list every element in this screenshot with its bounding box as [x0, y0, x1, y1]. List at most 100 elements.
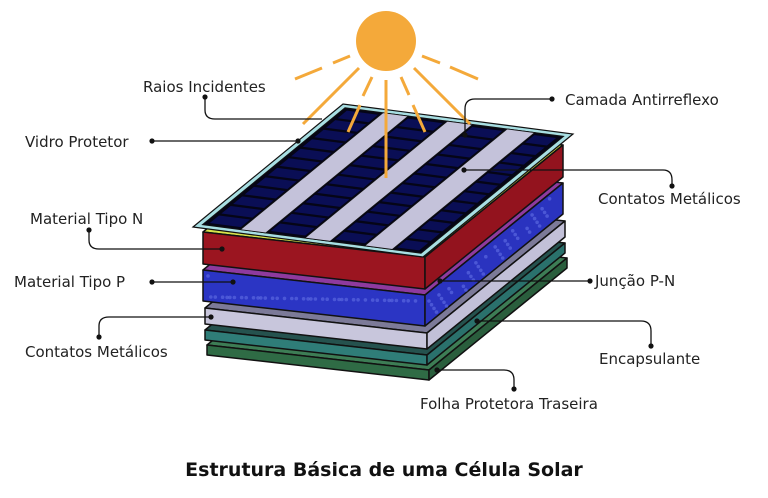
- leader-dot: [208, 314, 214, 320]
- solar-cell: [346, 222, 386, 234]
- doping-dot: [469, 274, 473, 279]
- incident-ray: [411, 104, 427, 133]
- solar-cell: [279, 158, 320, 170]
- doping-dot: [413, 299, 418, 303]
- doping-dot: [251, 296, 256, 300]
- doping-dot: [481, 272, 486, 276]
- leader-lines: [86, 94, 675, 392]
- doping-dot: [394, 298, 399, 303]
- doping-dot: [356, 298, 360, 302]
- leader-dot: [587, 278, 593, 284]
- sun-ray: [449, 65, 479, 81]
- doping-dot: [320, 297, 325, 301]
- doping-dot: [503, 238, 508, 243]
- doping-dot: [375, 298, 380, 303]
- solar-cell: [525, 135, 557, 146]
- doping-dot: [498, 252, 503, 257]
- doping-dot: [209, 295, 213, 299]
- sun-icon: [294, 11, 479, 81]
- leader-dot: [437, 278, 443, 284]
- solar-cell: [490, 163, 522, 175]
- solar-cell: [209, 215, 251, 228]
- doping-dot: [540, 206, 544, 211]
- leader-folha: [437, 369, 515, 389]
- metal-contact-stripe: [239, 112, 410, 234]
- doping-dot: [513, 232, 517, 237]
- leader-dot: [295, 138, 301, 144]
- doping-dot: [390, 298, 394, 303]
- label-material-tipo-p: Material Tipo P: [14, 273, 125, 291]
- solar-cell: [408, 230, 440, 241]
- doping-dot: [244, 295, 248, 300]
- solar-cell: [428, 155, 468, 168]
- doping-dot: [525, 226, 529, 231]
- doping-dot: [437, 293, 441, 297]
- layer-side-face: [424, 182, 564, 327]
- layer-side-face: [426, 220, 566, 350]
- leader-dot: [149, 138, 155, 144]
- solar-cell: [397, 239, 429, 251]
- doping-dot: [434, 310, 439, 314]
- solar-cell: [291, 148, 332, 161]
- doping-dot: [344, 297, 349, 302]
- doping-dot: [401, 298, 406, 303]
- solar-cell: [314, 129, 355, 142]
- doping-dot: [387, 298, 391, 303]
- leader-dot: [461, 167, 467, 173]
- solar-cell: [387, 128, 431, 141]
- leader-dot: [96, 334, 102, 340]
- doping-dot: [461, 284, 466, 289]
- metal-contact-stripe: [303, 120, 474, 242]
- doping-dot: [220, 295, 225, 300]
- doping-dot: [259, 296, 263, 300]
- doping-dot: [382, 298, 387, 303]
- solar-cell: [326, 120, 367, 132]
- solar-cell: [267, 167, 309, 180]
- label-material-tipo-n: Material Tipo N: [30, 210, 143, 228]
- doping-dot: [442, 300, 446, 305]
- leader-contatos-sup: [464, 169, 673, 186]
- layer-side-face: [424, 144, 564, 290]
- doping-dot: [530, 213, 534, 217]
- doping-dot: [370, 298, 375, 302]
- doping-dot: [476, 264, 481, 269]
- leader-tipo-n: [88, 230, 222, 250]
- incident-ray: [399, 76, 411, 96]
- doping-dot: [515, 236, 520, 241]
- doping-dot: [294, 296, 299, 301]
- doping-dot: [263, 296, 268, 300]
- solar-cell: [416, 165, 456, 177]
- layer-side-face: [426, 242, 566, 366]
- doping-dot: [363, 298, 368, 302]
- sun-ray: [421, 54, 441, 65]
- doping-dot: [449, 290, 454, 295]
- label-vidro-protetor: Vidro Protetor: [25, 133, 129, 151]
- diagram-title: Estrutura Básica de uma Célula Solar: [185, 459, 583, 481]
- leader-dot: [648, 343, 654, 349]
- doping-dot: [225, 295, 229, 300]
- doping-dot: [325, 297, 330, 302]
- leader-dot: [149, 279, 155, 285]
- solar-cell: [381, 193, 421, 206]
- doping-dot: [228, 295, 232, 300]
- doping-dot: [527, 230, 532, 234]
- solar-cell: [478, 173, 510, 184]
- leader-dot: [462, 132, 468, 138]
- doping-dot: [505, 242, 510, 247]
- doping-dot: [474, 261, 478, 265]
- doping-dot: [290, 296, 294, 301]
- solar-cell: [393, 184, 433, 196]
- doping-dot: [309, 297, 313, 301]
- solar-cell: [420, 220, 452, 232]
- label-contatos-metalicos-inferiores: Contatos Metálicos: [25, 343, 168, 361]
- doping-dot: [313, 297, 318, 301]
- doping-dot: [535, 220, 539, 225]
- solar-cell: [463, 126, 503, 139]
- solar-cell: [337, 110, 378, 123]
- doping-dot: [495, 248, 500, 253]
- doping-dot: [508, 246, 512, 250]
- doping-dot: [532, 216, 537, 221]
- leader-dot: [669, 183, 675, 189]
- solar-cell: [443, 201, 475, 213]
- doping-dot: [439, 296, 444, 301]
